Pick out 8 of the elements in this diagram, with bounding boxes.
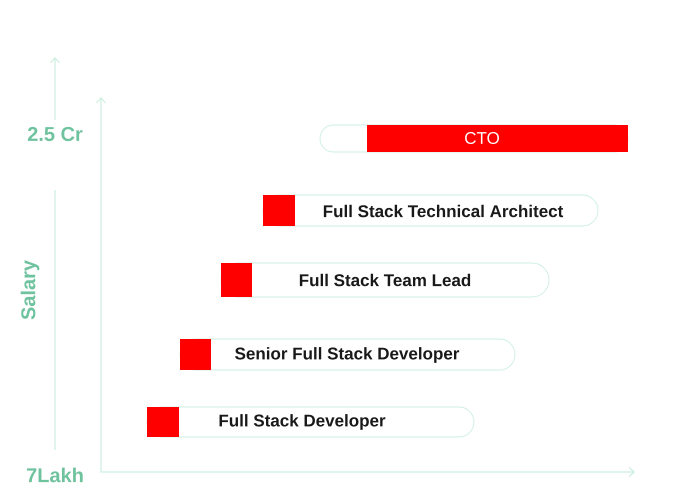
level-bar: Senior Full Stack Developer	[180, 338, 516, 370]
level-bar: Full Stack Team Lead	[220, 262, 550, 298]
axis-title: Salary	[20, 260, 40, 320]
level-bar: Full Stack Developer	[146, 406, 474, 438]
axis-label: 2.5 Cr	[28, 126, 82, 142]
level-bar: Full Stack Technical Architect	[262, 194, 598, 226]
axis-label: 7Lakh	[26, 468, 83, 482]
level-bar: CTO	[320, 124, 628, 152]
